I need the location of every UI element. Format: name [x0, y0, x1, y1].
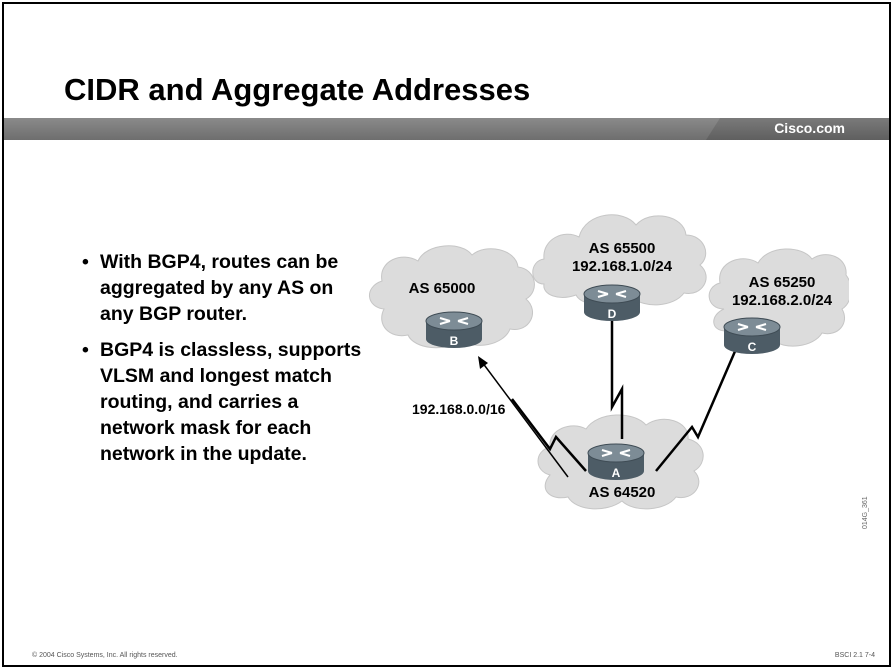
- router-label: C: [748, 340, 757, 354]
- title-bar: [4, 118, 889, 140]
- router-arrows-icon: [601, 449, 631, 457]
- router-label: B: [450, 334, 459, 348]
- copyright-footer: © 2004 Cisco Systems, Inc. All rights re…: [32, 652, 178, 659]
- router-arrows-icon: [439, 317, 469, 325]
- bullet-list: With BGP4, routes can be aggregated by a…: [82, 249, 372, 477]
- router-c: C: [723, 317, 781, 354]
- router-d: D: [583, 284, 641, 321]
- cloud-prefix-label: 192.168.1.0/24: [572, 258, 673, 275]
- aggregate-arrow: [478, 356, 569, 478]
- cloud-as-65500: AS 65500 192.168.1.0/24: [532, 214, 707, 307]
- brand-tab: [706, 118, 889, 140]
- router-arrows-icon: [597, 290, 627, 298]
- cloud-prefix-label: 192.168.2.0/24: [732, 292, 833, 309]
- slide-number-footer: BSCI 2.1 7-4: [834, 652, 875, 659]
- cloud-as-65000: AS 65000: [369, 245, 535, 349]
- link-a-d: [610, 311, 624, 439]
- link-a-b: [511, 398, 587, 472]
- cloud-as-label: AS 64520: [589, 484, 656, 501]
- router-arrows-icon: [737, 323, 767, 331]
- bullet-item: BGP4 is classless, supports VLSM and lon…: [82, 337, 372, 467]
- cloud-as-label: AS 65250: [749, 274, 816, 291]
- bgp-diagram: AS 65500 192.168.1.0/24 AS 65000 AS 6525…: [369, 214, 849, 510]
- aggregate-route-label: 192.168.0.0/16: [412, 401, 506, 417]
- cloud-as-label: AS 65500: [589, 240, 656, 257]
- slide-title: CIDR and Aggregate Addresses: [64, 72, 531, 107]
- router-label: D: [608, 307, 617, 321]
- router-label: A: [612, 466, 621, 480]
- router-b: B: [425, 311, 483, 348]
- link-a-c: [655, 348, 738, 472]
- brand-label: Cisco.com: [774, 120, 845, 136]
- cloud-as-label: AS 65000: [409, 280, 476, 297]
- slide-code: 014G_361: [862, 496, 869, 529]
- bullet-item: With BGP4, routes can be aggregated by a…: [82, 249, 372, 327]
- router-a: A: [587, 443, 645, 480]
